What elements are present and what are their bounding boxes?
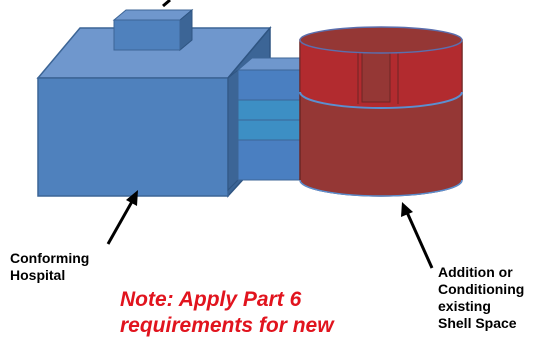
hospital-block-front xyxy=(37,77,229,197)
hospital-label: Conforming Hospital xyxy=(10,250,90,283)
cylinder-band-divider xyxy=(299,91,463,109)
addition-cylinder xyxy=(299,26,463,197)
cylinder-top xyxy=(299,26,463,54)
rooftop-unit xyxy=(112,8,194,52)
rooftop-arrow xyxy=(162,0,171,8)
connector-block xyxy=(227,57,320,192)
addition-arrow xyxy=(401,202,434,269)
rooftop-unit-front xyxy=(113,19,181,51)
hospital-arrow xyxy=(106,190,138,245)
addition-label: Addition or Conditioning existing Shell … xyxy=(438,264,525,331)
note-text: Note: Apply Part 6 requirements for new xyxy=(120,288,334,337)
cylinder-slot xyxy=(361,47,391,103)
